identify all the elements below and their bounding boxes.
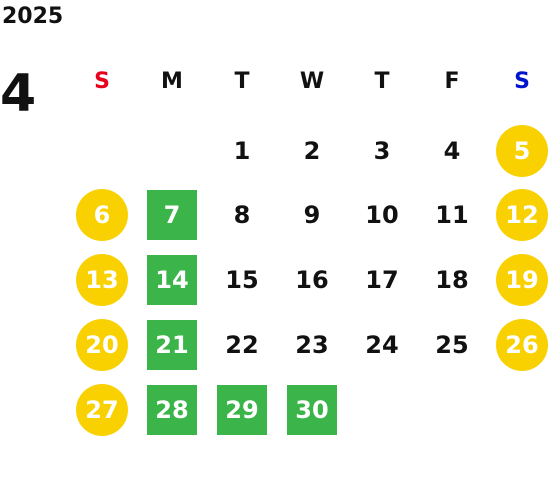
day-cell-7[interactable]: 7 [147, 190, 197, 240]
day-cell-29[interactable]: 29 [217, 385, 267, 435]
day-cell-15[interactable]: 15 [225, 266, 259, 294]
weekday-header: T [374, 68, 390, 94]
day-cell-8[interactable]: 8 [233, 201, 251, 229]
day-cell-25[interactable]: 25 [435, 331, 469, 359]
day-cell-3[interactable]: 3 [373, 137, 391, 165]
day-cell-22[interactable]: 22 [225, 331, 259, 359]
day-cell-10[interactable]: 10 [365, 201, 399, 229]
day-cell-14[interactable]: 14 [147, 255, 197, 305]
day-cell-28[interactable]: 28 [147, 385, 197, 435]
weekday-header: F [444, 68, 460, 94]
day-cell-19[interactable]: 19 [496, 254, 548, 306]
day-cell-30[interactable]: 30 [287, 385, 337, 435]
day-cell-21[interactable]: 21 [147, 320, 197, 370]
day-cell-17[interactable]: 17 [365, 266, 399, 294]
day-cell-13[interactable]: 13 [76, 254, 128, 306]
calendar-year: 2025 [2, 4, 64, 29]
day-cell-18[interactable]: 18 [435, 266, 469, 294]
day-cell-11[interactable]: 11 [435, 201, 469, 229]
day-cell-12[interactable]: 12 [496, 189, 548, 241]
weekday-header: S [94, 68, 110, 94]
weekday-header: T [234, 68, 250, 94]
day-cell-27[interactable]: 27 [76, 384, 128, 436]
day-cell-24[interactable]: 24 [365, 331, 399, 359]
day-cell-6[interactable]: 6 [76, 189, 128, 241]
weekday-header: S [514, 68, 530, 94]
day-cell-16[interactable]: 16 [295, 266, 329, 294]
day-cell-9[interactable]: 9 [303, 201, 321, 229]
weekday-header: W [299, 68, 325, 94]
day-cell-1[interactable]: 1 [233, 137, 251, 165]
day-cell-2[interactable]: 2 [303, 137, 321, 165]
weekday-header: M [161, 68, 183, 94]
day-cell-20[interactable]: 20 [76, 319, 128, 371]
day-cell-5[interactable]: 5 [496, 125, 548, 177]
day-cell-23[interactable]: 23 [295, 331, 329, 359]
day-cell-4[interactable]: 4 [443, 137, 461, 165]
calendar-month: 4 [0, 64, 37, 124]
day-cell-26[interactable]: 26 [496, 319, 548, 371]
